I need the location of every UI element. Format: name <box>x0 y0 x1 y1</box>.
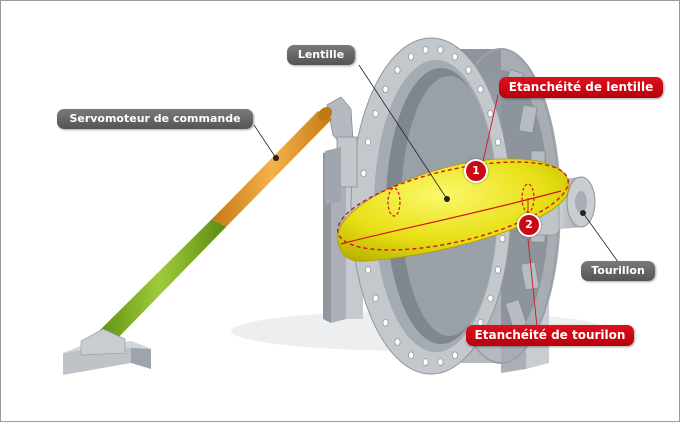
flange-bolt-hole <box>422 358 429 366</box>
servomotor-rod <box>93 106 333 345</box>
flange-bolt-hole <box>422 46 429 54</box>
servomotor-base <box>63 328 151 375</box>
flange-bolt-hole <box>465 66 472 74</box>
flange-bolt-hole <box>494 138 501 146</box>
actuator-linkage <box>325 96 358 205</box>
flange-bolt-hole <box>499 234 506 243</box>
flange-bolt-hole <box>437 358 444 366</box>
flange-bolt-hole <box>394 338 401 346</box>
label-servomoteur: Servomoteur de commande <box>57 109 253 129</box>
flange-bolt-hole <box>437 46 444 54</box>
lens-seal-section <box>387 187 401 217</box>
lens-seal-line <box>337 161 569 251</box>
flange-bolt-hole <box>360 169 367 178</box>
flange-bolt-hole <box>451 351 458 360</box>
flange-bolt-hole <box>372 109 379 118</box>
flange-bolt-hole <box>487 294 494 303</box>
flange-bolt-hole <box>494 266 501 274</box>
label-lentille: Lentille <box>287 45 355 65</box>
flange-bolt-hole <box>487 109 494 118</box>
label-etancheite-tourillon: Etanchéité de tourilon <box>466 325 634 346</box>
flange-bolt-hole <box>451 52 458 61</box>
flange-bolt-hole <box>365 138 372 146</box>
flange-bolt-hole <box>394 66 401 74</box>
flange-bolt-hole <box>365 266 372 274</box>
label-etancheite-lentille: Etanchéité de lentille <box>499 77 663 98</box>
flange-bolt-hole <box>382 318 389 327</box>
flange-bolt-hole <box>408 52 415 61</box>
marker-1: 1 <box>464 159 488 183</box>
leader-lines <box>253 64 622 328</box>
marker-2: 2 <box>517 213 541 237</box>
flange-bolt-hole <box>477 85 484 94</box>
flange-bolt-hole <box>382 85 389 94</box>
flange-bolt-hole <box>372 294 379 303</box>
flange-bolt-hole <box>408 351 415 360</box>
label-tourillon: Tourillon <box>581 261 655 281</box>
